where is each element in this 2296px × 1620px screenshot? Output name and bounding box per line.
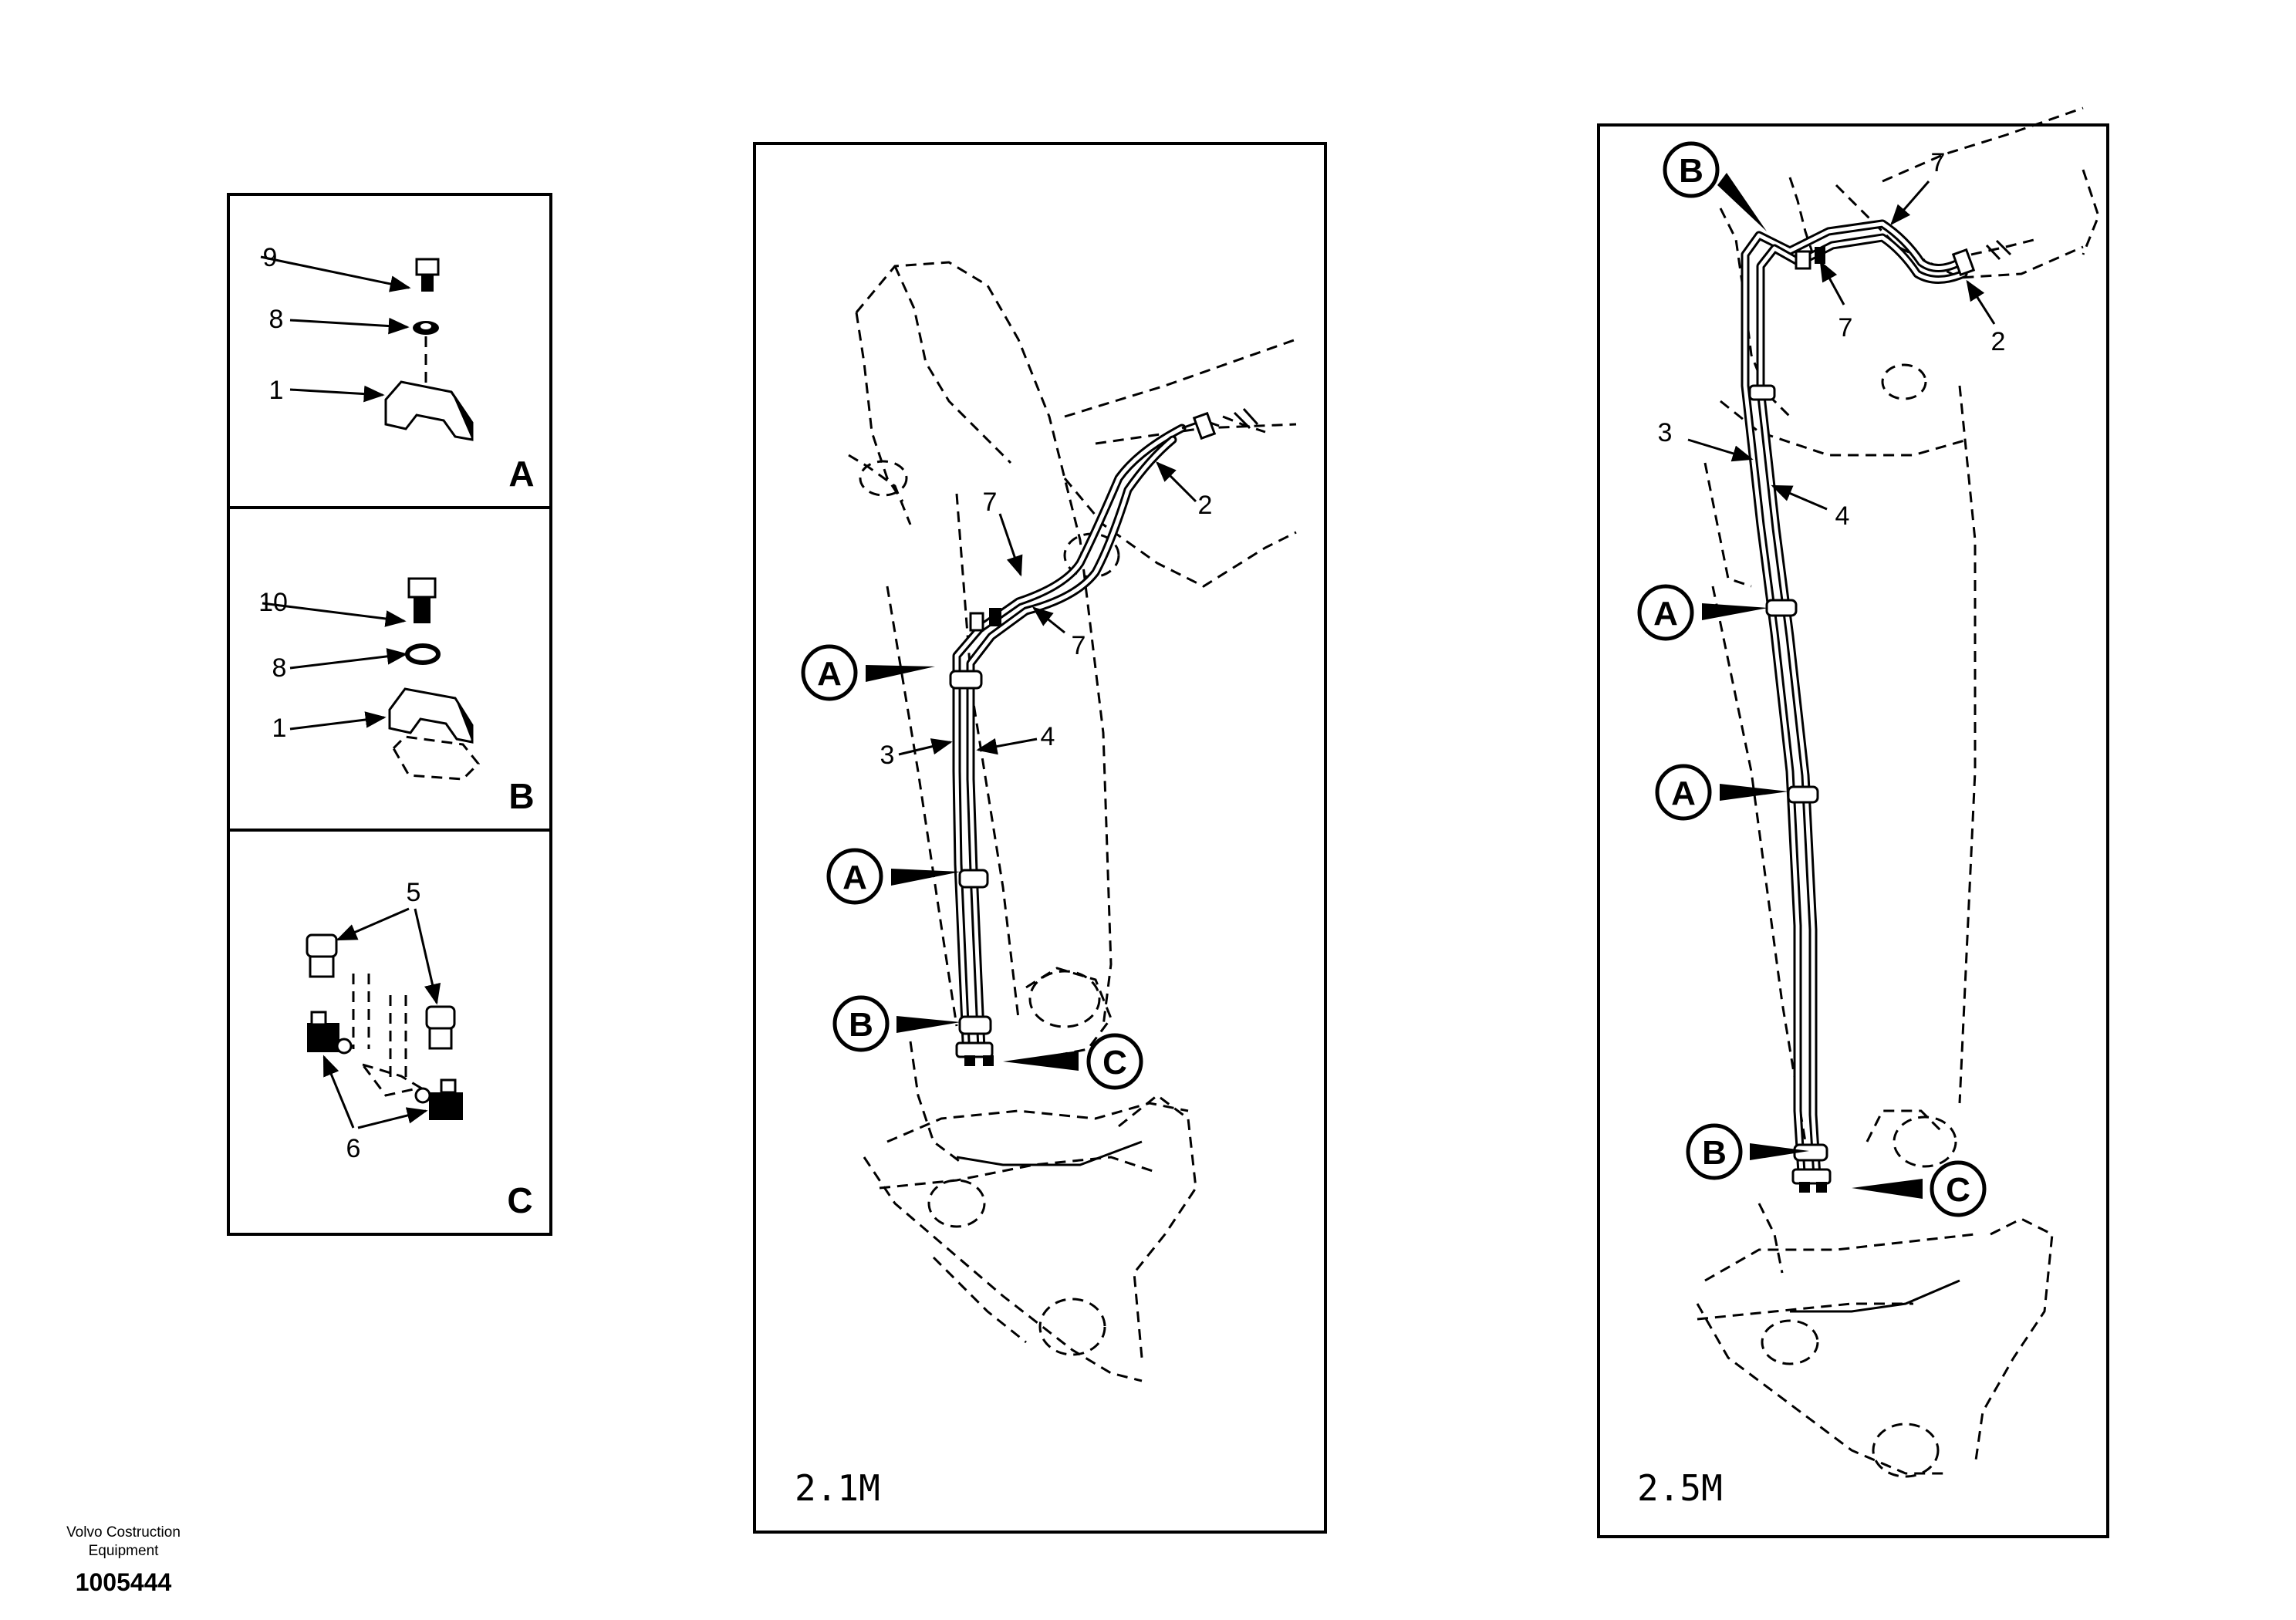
scale-label: 2.1M bbox=[795, 1467, 880, 1509]
detail-panel-b: 10 8 1 B bbox=[258, 577, 535, 816]
detail-panel-a: 9 8 1 A bbox=[260, 243, 535, 494]
washer-icon bbox=[413, 321, 439, 335]
bolt-icon bbox=[415, 258, 440, 292]
panel-letter-b: B bbox=[508, 776, 534, 816]
split-washer-icon bbox=[405, 643, 441, 665]
bolt-icon bbox=[407, 577, 437, 623]
scale-label: 2.5M bbox=[1637, 1467, 1723, 1509]
panel-letter-c: C bbox=[507, 1180, 532, 1220]
clamp-icon bbox=[384, 380, 474, 441]
connector-block-icon bbox=[414, 1078, 463, 1120]
svg-text:B: B bbox=[1702, 1134, 1727, 1172]
detail-callout-a: A bbox=[1655, 764, 1788, 821]
part-number-7: 7 bbox=[1931, 148, 1946, 177]
callout-10: 10 bbox=[258, 588, 288, 617]
detail-callout-a: A bbox=[801, 644, 935, 701]
part-number-3: 3 bbox=[1658, 418, 1673, 447]
hose-lines bbox=[1741, 219, 2038, 1193]
clamp-icon bbox=[388, 687, 481, 781]
footer: Volvo Costruction Equipment 1005444 bbox=[31, 1524, 216, 1597]
svg-text:C: C bbox=[1102, 1044, 1127, 1082]
arm-outline bbox=[848, 261, 1297, 1382]
callout-8: 8 bbox=[272, 653, 287, 683]
cap-icon bbox=[306, 933, 338, 978]
detail-callout-a: A bbox=[1637, 584, 1768, 641]
part-number-7: 7 bbox=[983, 488, 998, 517]
svg-text:B: B bbox=[1679, 152, 1703, 190]
svg-text:C: C bbox=[1946, 1171, 1970, 1209]
callout-1: 1 bbox=[269, 376, 284, 405]
part-number-2: 2 bbox=[1991, 327, 2006, 356]
view-2-5m: 7 7 2 3 4 B A A B C 2.5 bbox=[1597, 106, 2109, 1538]
svg-text:A: A bbox=[1671, 775, 1696, 812]
detail-callout-a: A bbox=[826, 848, 961, 905]
svg-text:A: A bbox=[842, 859, 867, 896]
detail-callout-b: B bbox=[832, 995, 961, 1052]
callout-8: 8 bbox=[269, 305, 284, 334]
detail-callout-b: B bbox=[1663, 141, 1767, 231]
part-number-7: 7 bbox=[1072, 631, 1086, 660]
detail-callout-b: B bbox=[1686, 1123, 1809, 1180]
callout-1: 1 bbox=[272, 714, 287, 743]
dashed-guides bbox=[352, 974, 424, 1097]
callout-9: 9 bbox=[263, 243, 278, 272]
detail-panel-c: 5 6 C bbox=[306, 878, 533, 1220]
company-name-line1: Volvo Costruction bbox=[66, 1524, 181, 1541]
detail-panels: 9 8 1 A 10 8 1 B bbox=[227, 193, 552, 1236]
part-number-4: 4 bbox=[1835, 501, 1850, 531]
hose-lines bbox=[949, 407, 1266, 1066]
callout-5: 5 bbox=[407, 878, 421, 907]
drawing-number: 1005444 bbox=[75, 1568, 172, 1596]
detail-callout-c: C bbox=[1852, 1160, 1987, 1217]
detail-callout-c: C bbox=[1003, 1033, 1143, 1090]
svg-text:A: A bbox=[817, 655, 842, 693]
part-number-7: 7 bbox=[1838, 313, 1853, 343]
svg-text:B: B bbox=[849, 1006, 873, 1044]
company-name-line2: Equipment bbox=[88, 1543, 159, 1559]
callout-6: 6 bbox=[346, 1134, 361, 1163]
part-number-2: 2 bbox=[1198, 491, 1213, 520]
view-2-1m: 7 7 2 3 4 A A B C 2.1M bbox=[753, 142, 1327, 1534]
part-number-3: 3 bbox=[880, 741, 895, 770]
cap-icon bbox=[425, 1005, 456, 1050]
part-number-4: 4 bbox=[1041, 722, 1055, 751]
svg-text:A: A bbox=[1653, 595, 1678, 633]
panel-letter-a: A bbox=[508, 454, 534, 494]
connector-block-icon bbox=[307, 1011, 353, 1055]
